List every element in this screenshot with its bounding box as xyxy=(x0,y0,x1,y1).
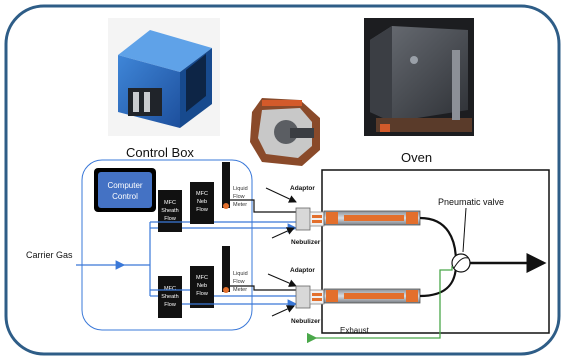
reactor-tube-top xyxy=(323,210,421,226)
exhaust-line xyxy=(306,266,453,344)
outer-frame xyxy=(4,4,561,356)
pneumatic-valve xyxy=(451,253,471,273)
lfm-bottom-t2: Flow xyxy=(233,279,245,285)
lfm-top-t3: Meter xyxy=(233,202,247,208)
control-box-photo xyxy=(108,18,220,136)
mfc-neb-bottom-l1: MFC xyxy=(196,275,208,281)
nebulizer-bottom-label: Nebulizer xyxy=(291,318,321,325)
mfc-sheath-top xyxy=(158,190,182,232)
liquid-flow-meter-top-indicator xyxy=(223,203,229,209)
black-line-liquid-top xyxy=(230,199,296,213)
mfc-neb-top-l2: Neb xyxy=(197,199,207,205)
liquid-flow-meter-bottom-indicator xyxy=(223,287,229,293)
nebulizer-top xyxy=(295,207,325,231)
mfc-sheath-top-l3: Flow xyxy=(164,216,176,222)
adaptor-bottom-label: Adaptor xyxy=(290,267,315,274)
control-box-label: Control Box xyxy=(126,145,194,160)
mfc-sheath-bottom-l2: Sheath xyxy=(161,294,178,300)
lfm-top-t1: Liquid xyxy=(233,186,248,192)
mfc-neb-top-l1: MFC xyxy=(196,191,208,197)
lfm-bottom-l1: Liquid xyxy=(233,271,248,277)
lfm-top-l1: Liquid xyxy=(233,186,248,192)
lfm-bottom-l3: Meter xyxy=(233,287,247,293)
mfc-neb-bottom-t1: MFC xyxy=(196,275,208,281)
oven-label: Oven xyxy=(401,150,432,165)
nebulizer-top-label: Nebulizer xyxy=(291,239,321,246)
mfc-neb-top xyxy=(190,182,214,224)
computer-control-box xyxy=(94,168,156,212)
mfc-sheath-bottom-t3: Flow xyxy=(164,302,176,308)
reactor-tube-bottom xyxy=(323,288,421,304)
control-box-outline xyxy=(81,159,253,331)
computer-control-label-line1: Computer xyxy=(107,181,142,190)
lfm-bottom-l2: Flow xyxy=(233,279,245,285)
lfm-top-l3: Meter xyxy=(233,202,247,208)
mfc-neb-bottom-t3: Flow xyxy=(196,291,208,297)
carrier-gas-label: Carrier Gas xyxy=(26,250,73,260)
mfc-sheath-top-t2: Sheath xyxy=(161,208,178,214)
mfc-neb-top-t1: MFC xyxy=(196,191,208,197)
lfm-bottom-t3: Meter xyxy=(233,287,247,293)
mfc-sheath-bottom-t1: MFC xyxy=(164,286,176,292)
mfc-sheath-top-t1: MFC xyxy=(164,200,176,206)
mfc-neb-bottom-t2: Neb xyxy=(197,283,207,289)
lfm-top-t2: Flow xyxy=(233,194,245,200)
mfc-sheath-top-l1: MFC xyxy=(164,200,176,206)
oven-photo xyxy=(364,18,474,136)
nebulizer-bottom xyxy=(295,285,325,309)
mfc-neb-top-t3: Flow xyxy=(196,207,208,213)
lfm-top-l2: Flow xyxy=(233,194,245,200)
mfc-sheath-bottom-t2: Sheath xyxy=(161,294,178,300)
adaptor-top-label: Adaptor xyxy=(290,185,315,192)
mfc-sheath-top-t3: Flow xyxy=(164,216,176,222)
lfm-bottom-t1: Liquid xyxy=(233,271,248,277)
mfc-sheath-bottom-l1: MFC xyxy=(164,286,176,292)
black-line-liquid-bottom xyxy=(230,285,296,291)
exhaust-label: Exhaust xyxy=(340,326,370,335)
mfc-sheath-top-l2: Sheath xyxy=(161,208,178,214)
liquid-flow-meter-top xyxy=(222,162,230,208)
mfc-sheath-bottom xyxy=(158,276,182,318)
mfc-neb-bottom-l2: Neb xyxy=(197,283,207,289)
pneumatic-valve-pointer xyxy=(462,207,467,253)
mfc-neb-top-l3: Flow xyxy=(196,207,208,213)
mfc-neb-bottom xyxy=(190,266,214,308)
mfc-sheath-bottom-l3: Flow xyxy=(164,302,176,308)
mfc-neb-bottom-l3: Flow xyxy=(196,291,208,297)
liquid-flow-meter-bottom xyxy=(222,246,230,292)
mfc-neb-top-t2: Neb xyxy=(197,199,207,205)
pneumatic-valve-label: Pneumatic valve xyxy=(438,197,504,207)
oven-outline xyxy=(321,169,550,334)
computer-control-label-line2: Control xyxy=(112,192,138,201)
heater-cutaway-photo xyxy=(250,98,320,166)
